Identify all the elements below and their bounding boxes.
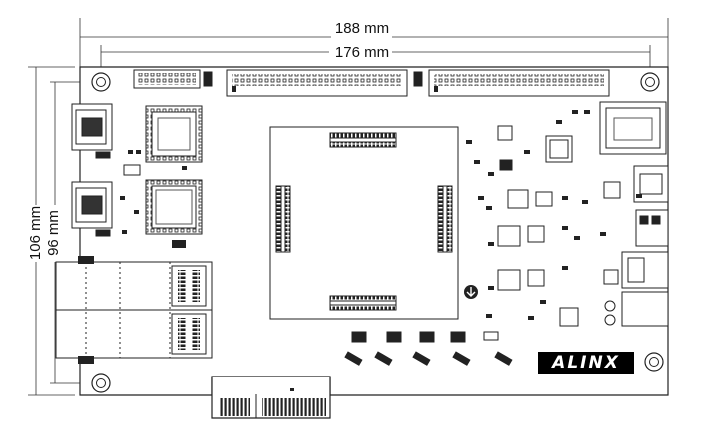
- mounting-holes: [91, 72, 664, 393]
- qfp-chips: [145, 105, 203, 235]
- top-headers: [133, 69, 610, 97]
- alinx-logo-text: ALINX: [552, 353, 620, 373]
- alinx-logo: ALINX: [538, 352, 634, 374]
- bottom-switches: [344, 331, 513, 366]
- dimension-188mm: 188 mm: [335, 20, 389, 37]
- right-components: [497, 101, 669, 327]
- dimension-106mm: 106 mm: [27, 206, 44, 260]
- pcie-fingers-right: [262, 398, 326, 416]
- pcie-fingers-left: [220, 398, 250, 416]
- left-connectors: [71, 103, 113, 237]
- dimension-176mm: 176 mm: [335, 44, 389, 61]
- smd-parts: [120, 110, 642, 391]
- sfp-cage: [55, 256, 213, 364]
- fpga-module: [269, 126, 459, 320]
- dimension-96mm: 96 mm: [45, 210, 62, 256]
